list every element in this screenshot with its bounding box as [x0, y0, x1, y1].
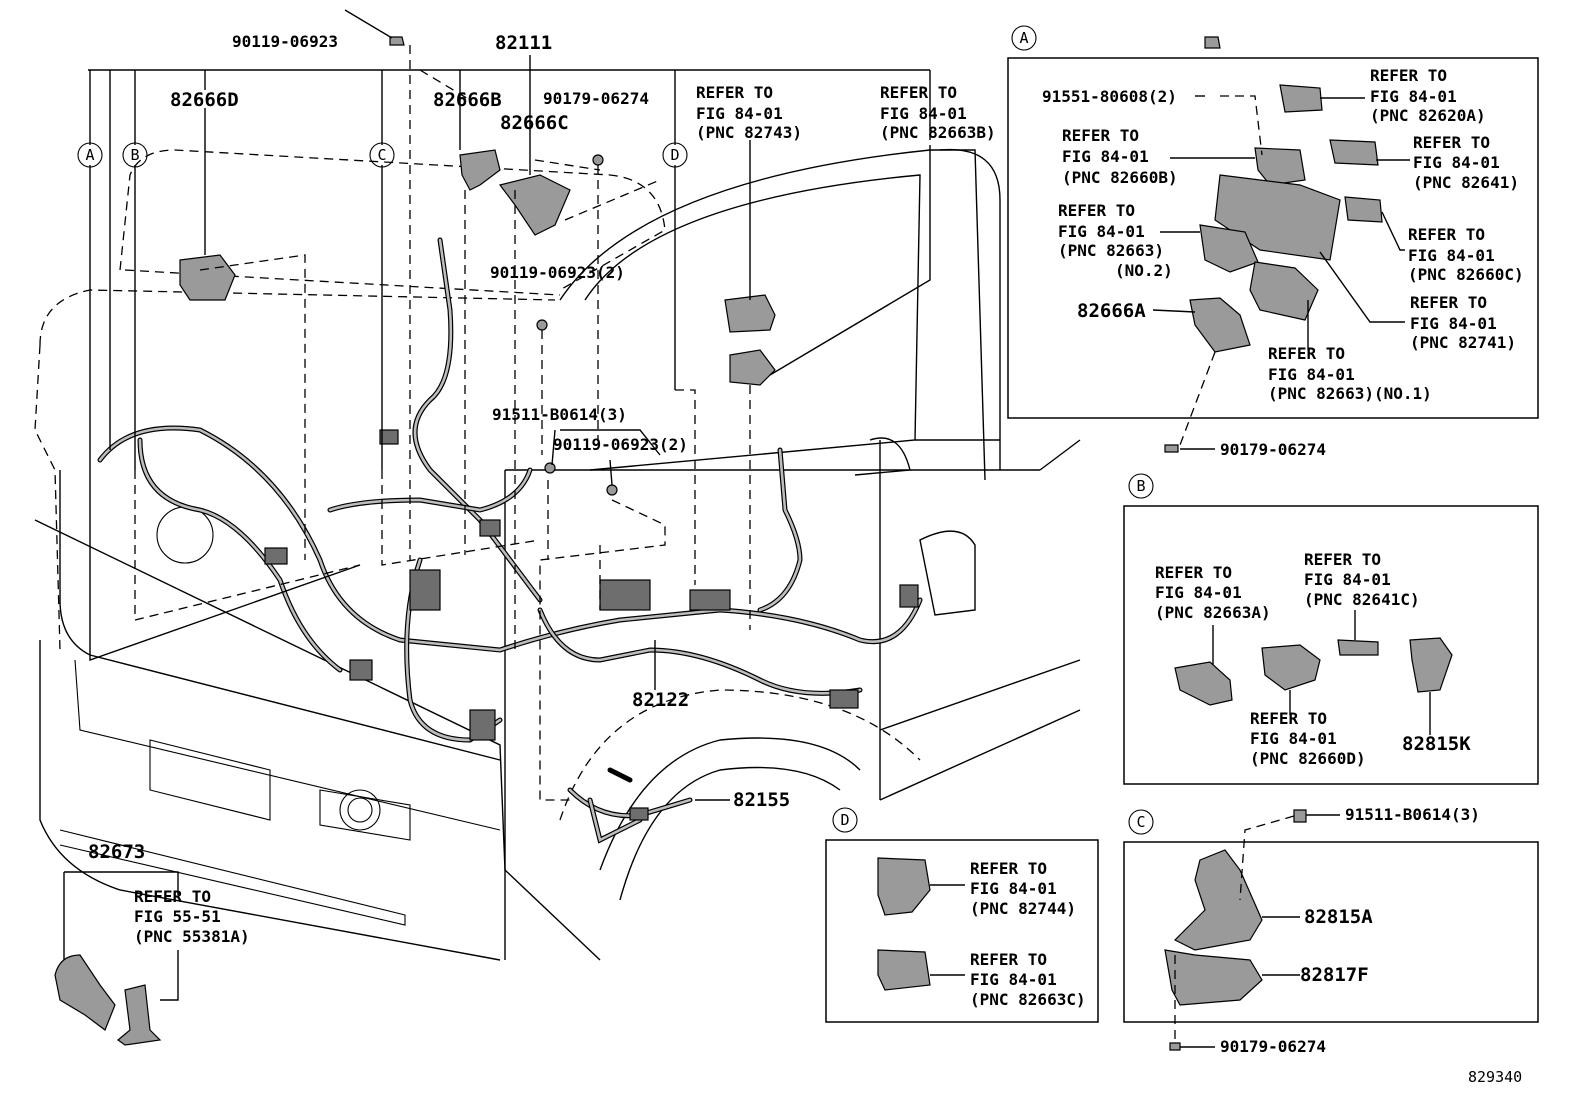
a-label-82663n1-l2: FIG 84-01: [1268, 365, 1355, 384]
a-label-82620a-l1: REFER TO: [1370, 66, 1447, 85]
cover-82663b: [729, 349, 776, 386]
c-label-82815a: 82815A: [1304, 906, 1373, 928]
label-82673: 82673: [88, 841, 145, 863]
inset-d: D REFER TO FIG 84-01 (PNC 82744) REFER T…: [825, 807, 1099, 1023]
a-label-82660c-l1: REFER TO: [1408, 225, 1485, 244]
b-label-82815k: 82815K: [1402, 733, 1471, 755]
b-label-82663a-l2: FIG 84-01: [1155, 583, 1242, 602]
label-refer-82663b-l2: FIG 84-01: [880, 104, 967, 123]
label-bolt-90119-06923: 90119-06923: [232, 32, 338, 51]
b-label-82660d-l3: (PNC 82660D): [1250, 749, 1366, 768]
label-refer-82663b-l1: REFER TO: [880, 83, 957, 102]
label-refer-55381a-l1: REFER TO: [134, 887, 211, 906]
inset-a-letter: A: [1019, 29, 1028, 47]
inset-b: B REFER TO FIG 84-01 (PNC 82663A) REFER …: [1123, 473, 1539, 785]
inset-c: C 91511-B0614(3) 82815A 82817F 90179-062…: [1123, 805, 1539, 1056]
c-label-82817f: 82817F: [1300, 964, 1369, 986]
a-label-82641-l1: REFER TO: [1413, 133, 1490, 152]
a-label-82663n1-l3: (PNC 82663)(NO.1): [1268, 384, 1432, 403]
d-label-82744-l1: REFER TO: [970, 859, 1047, 878]
a-label-82660c-l3: (PNC 82660C): [1408, 265, 1524, 284]
d-label-82744-l3: (PNC 82744): [970, 899, 1076, 918]
label-82666c: 82666C: [500, 112, 569, 134]
main-labels: 90119-06923 82111 82666D 82666B 90179-06…: [88, 32, 996, 946]
circle-label-a: A: [85, 146, 94, 164]
label-82666d: 82666D: [170, 89, 239, 111]
label-refer-82663b-l3: (PNC 82663B): [880, 123, 996, 142]
b-label-82641c-l3: (PNC 82641C): [1304, 590, 1420, 609]
bracket-82666b: [459, 149, 501, 191]
a-label-82741-l2: FIG 84-01: [1410, 314, 1497, 333]
b-label-82660d-l1: REFER TO: [1250, 709, 1327, 728]
a-label-bolt: 91551-80608(2): [1042, 87, 1177, 106]
circle-label-d: D: [670, 146, 679, 164]
label-82155: 82155: [733, 789, 790, 811]
bracket-82673: [54, 871, 179, 1046]
a-label-82663n2-l3: (PNC 82663): [1058, 241, 1164, 260]
circle-label-b: B: [130, 146, 139, 164]
label-82122: 82122: [632, 689, 689, 711]
a-label-82620a-l2: FIG 84-01: [1370, 87, 1457, 106]
label-82666b: 82666B: [433, 89, 502, 111]
c-label-nut: 90179-06274: [1220, 1037, 1326, 1056]
inset-d-letter: D: [840, 811, 849, 829]
d-label-82663c-l1: REFER TO: [970, 950, 1047, 969]
label-refer-82743-l2: FIG 84-01: [696, 104, 783, 123]
b-label-82641c-l1: REFER TO: [1304, 550, 1381, 569]
a-label-82666a: 82666A: [1077, 300, 1146, 322]
label-bolt-91511-b0614: 91511-B0614(3): [492, 405, 627, 424]
circle-label-c: C: [377, 146, 386, 164]
label-refer-82743-l1: REFER TO: [696, 83, 773, 102]
label-bolt-90119-06923-2a: 90119-06923(2): [490, 263, 625, 282]
a-label-82660c-l2: FIG 84-01: [1408, 246, 1495, 265]
a-label-82660b-l3: (PNC 82660B): [1062, 168, 1178, 187]
figure-code: 829340: [1468, 1068, 1522, 1086]
a-label-82660b-l1: REFER TO: [1062, 126, 1139, 145]
a-label-82663n2-l2: FIG 84-01: [1058, 222, 1145, 241]
a-label-82663n1-l1: REFER TO: [1268, 344, 1345, 363]
inset-c-letter: C: [1136, 813, 1145, 831]
relay-82743: [724, 294, 776, 333]
a-label-82641-l2: FIG 84-01: [1413, 153, 1500, 172]
bracket-82666c: [498, 174, 571, 236]
label-refer-82743-l3: (PNC 82743): [696, 123, 802, 142]
label-bolt-90119-06923-2b: 90119-06923(2): [553, 435, 688, 454]
b-label-82663a-l3: (PNC 82663A): [1155, 603, 1271, 622]
inset-b-letter: B: [1136, 477, 1145, 495]
wire-harness-82111: [97, 237, 923, 844]
d-label-82663c-l3: (PNC 82663C): [970, 990, 1086, 1009]
a-label-82741-l1: REFER TO: [1410, 293, 1487, 312]
b-label-82641c-l2: FIG 84-01: [1304, 570, 1391, 589]
label-refer-55381a-l3: (PNC 55381A): [134, 927, 250, 946]
a-label-82663n2-l4: (NO.2): [1115, 261, 1173, 280]
label-refer-55381a-l2: FIG 55-51: [134, 907, 221, 926]
b-label-82663a-l1: REFER TO: [1155, 563, 1232, 582]
main-leader-lines: [88, 9, 931, 801]
a-label-82641-l3: (PNC 82641): [1413, 173, 1519, 192]
label-nut-90179-06274: 90179-06274: [543, 89, 649, 108]
main-circle-markers: A B C D: [77, 142, 688, 168]
a-label-82741-l3: (PNC 82741): [1410, 333, 1516, 352]
main-parts: [179, 36, 776, 496]
d-label-82663c-l2: FIG 84-01: [970, 970, 1057, 989]
a-label-82620a-l3: (PNC 82620A): [1370, 106, 1486, 125]
a-label-82663n2-l1: REFER TO: [1058, 201, 1135, 220]
label-82111: 82111: [495, 32, 552, 54]
d-label-82744-l2: FIG 84-01: [970, 879, 1057, 898]
a-label-82660b-l2: FIG 84-01: [1062, 147, 1149, 166]
b-label-82660d-l2: FIG 84-01: [1250, 729, 1337, 748]
c-label-bolt: 91511-B0614(3): [1345, 805, 1480, 824]
a-label-nut: 90179-06274: [1220, 440, 1326, 459]
relay-block-82666d: [179, 254, 236, 301]
inset-a: A 91551-80608(2) REFER TO FIG 84-01 (PNC…: [1007, 25, 1539, 459]
